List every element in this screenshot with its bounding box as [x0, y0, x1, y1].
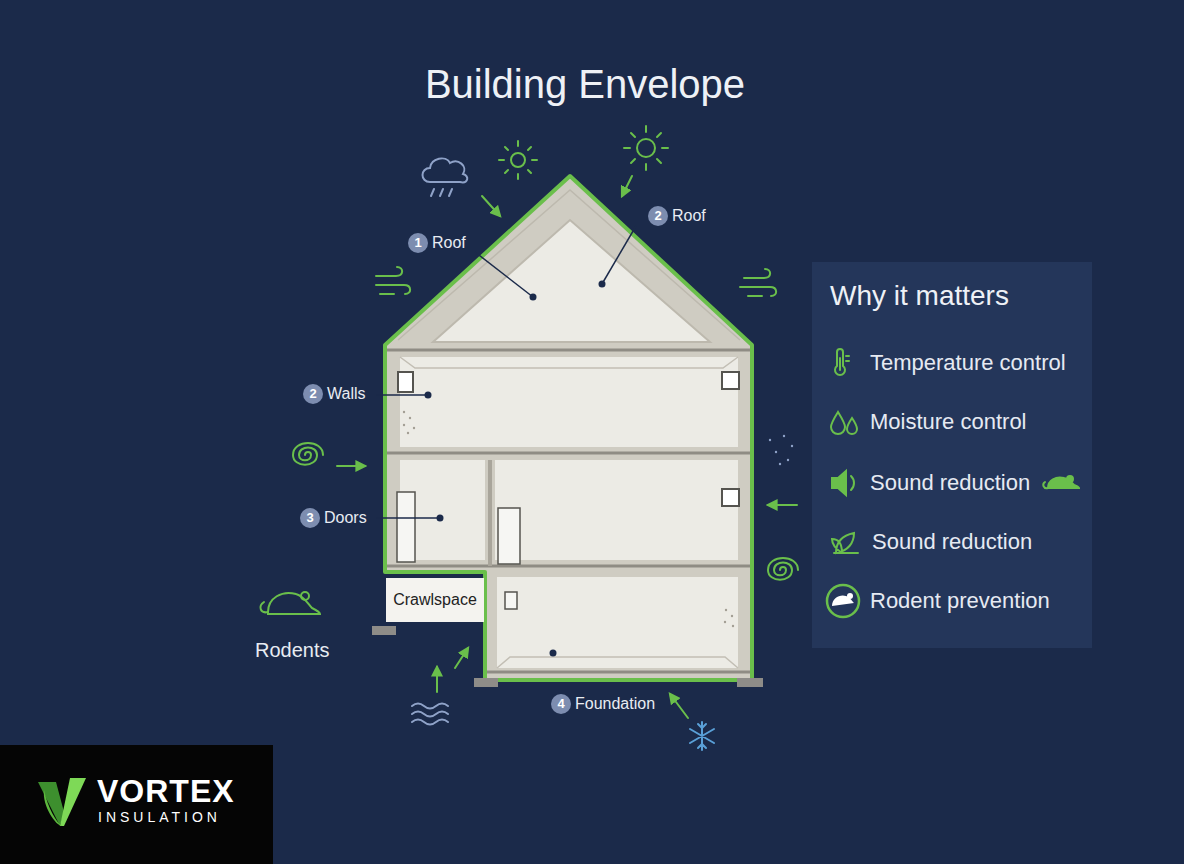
node-heading: Why it matters — [830, 280, 1009, 312]
node-text: Sound reduction — [870, 470, 1030, 496]
node-heading: Crawlspace — [393, 591, 477, 609]
leader-lines — [376, 226, 636, 518]
crawlspace-box: Crawlspace — [386, 578, 484, 622]
callout-number: 2 — [303, 384, 323, 404]
part-label: Doors — [324, 509, 367, 527]
part-label: Roof — [672, 207, 706, 225]
node-text: Temperature control — [870, 350, 1066, 376]
node-heading: VORTEX — [97, 773, 235, 810]
callout-number: 1 — [408, 233, 428, 253]
logo-ground — [0, 745, 273, 864]
panel-ground — [812, 262, 1092, 648]
part-label: Rodents — [255, 639, 330, 662]
part-label: Roof — [432, 234, 466, 252]
callout-number: 4 — [551, 694, 571, 714]
node-text: Rodent prevention — [870, 588, 1050, 614]
callout-number: 3 — [300, 508, 320, 528]
part-label: Walls — [327, 385, 366, 403]
info-panel: Why it mattersTemperature controlMoistur… — [812, 262, 1092, 648]
node-text: INSULATION — [98, 809, 221, 825]
title: Building Envelope — [0, 62, 1170, 107]
node-text: Moisture control — [870, 409, 1027, 435]
logo-mark — [38, 778, 86, 826]
weather-icons — [261, 126, 798, 750]
house — [372, 176, 763, 687]
node-text: Sound reduction — [872, 529, 1032, 555]
panel-icons — [827, 349, 1079, 617]
part-label: Foundation — [575, 695, 655, 713]
callout-number: 2 — [648, 206, 668, 226]
logo: VORTEXINSULATION — [0, 745, 273, 864]
